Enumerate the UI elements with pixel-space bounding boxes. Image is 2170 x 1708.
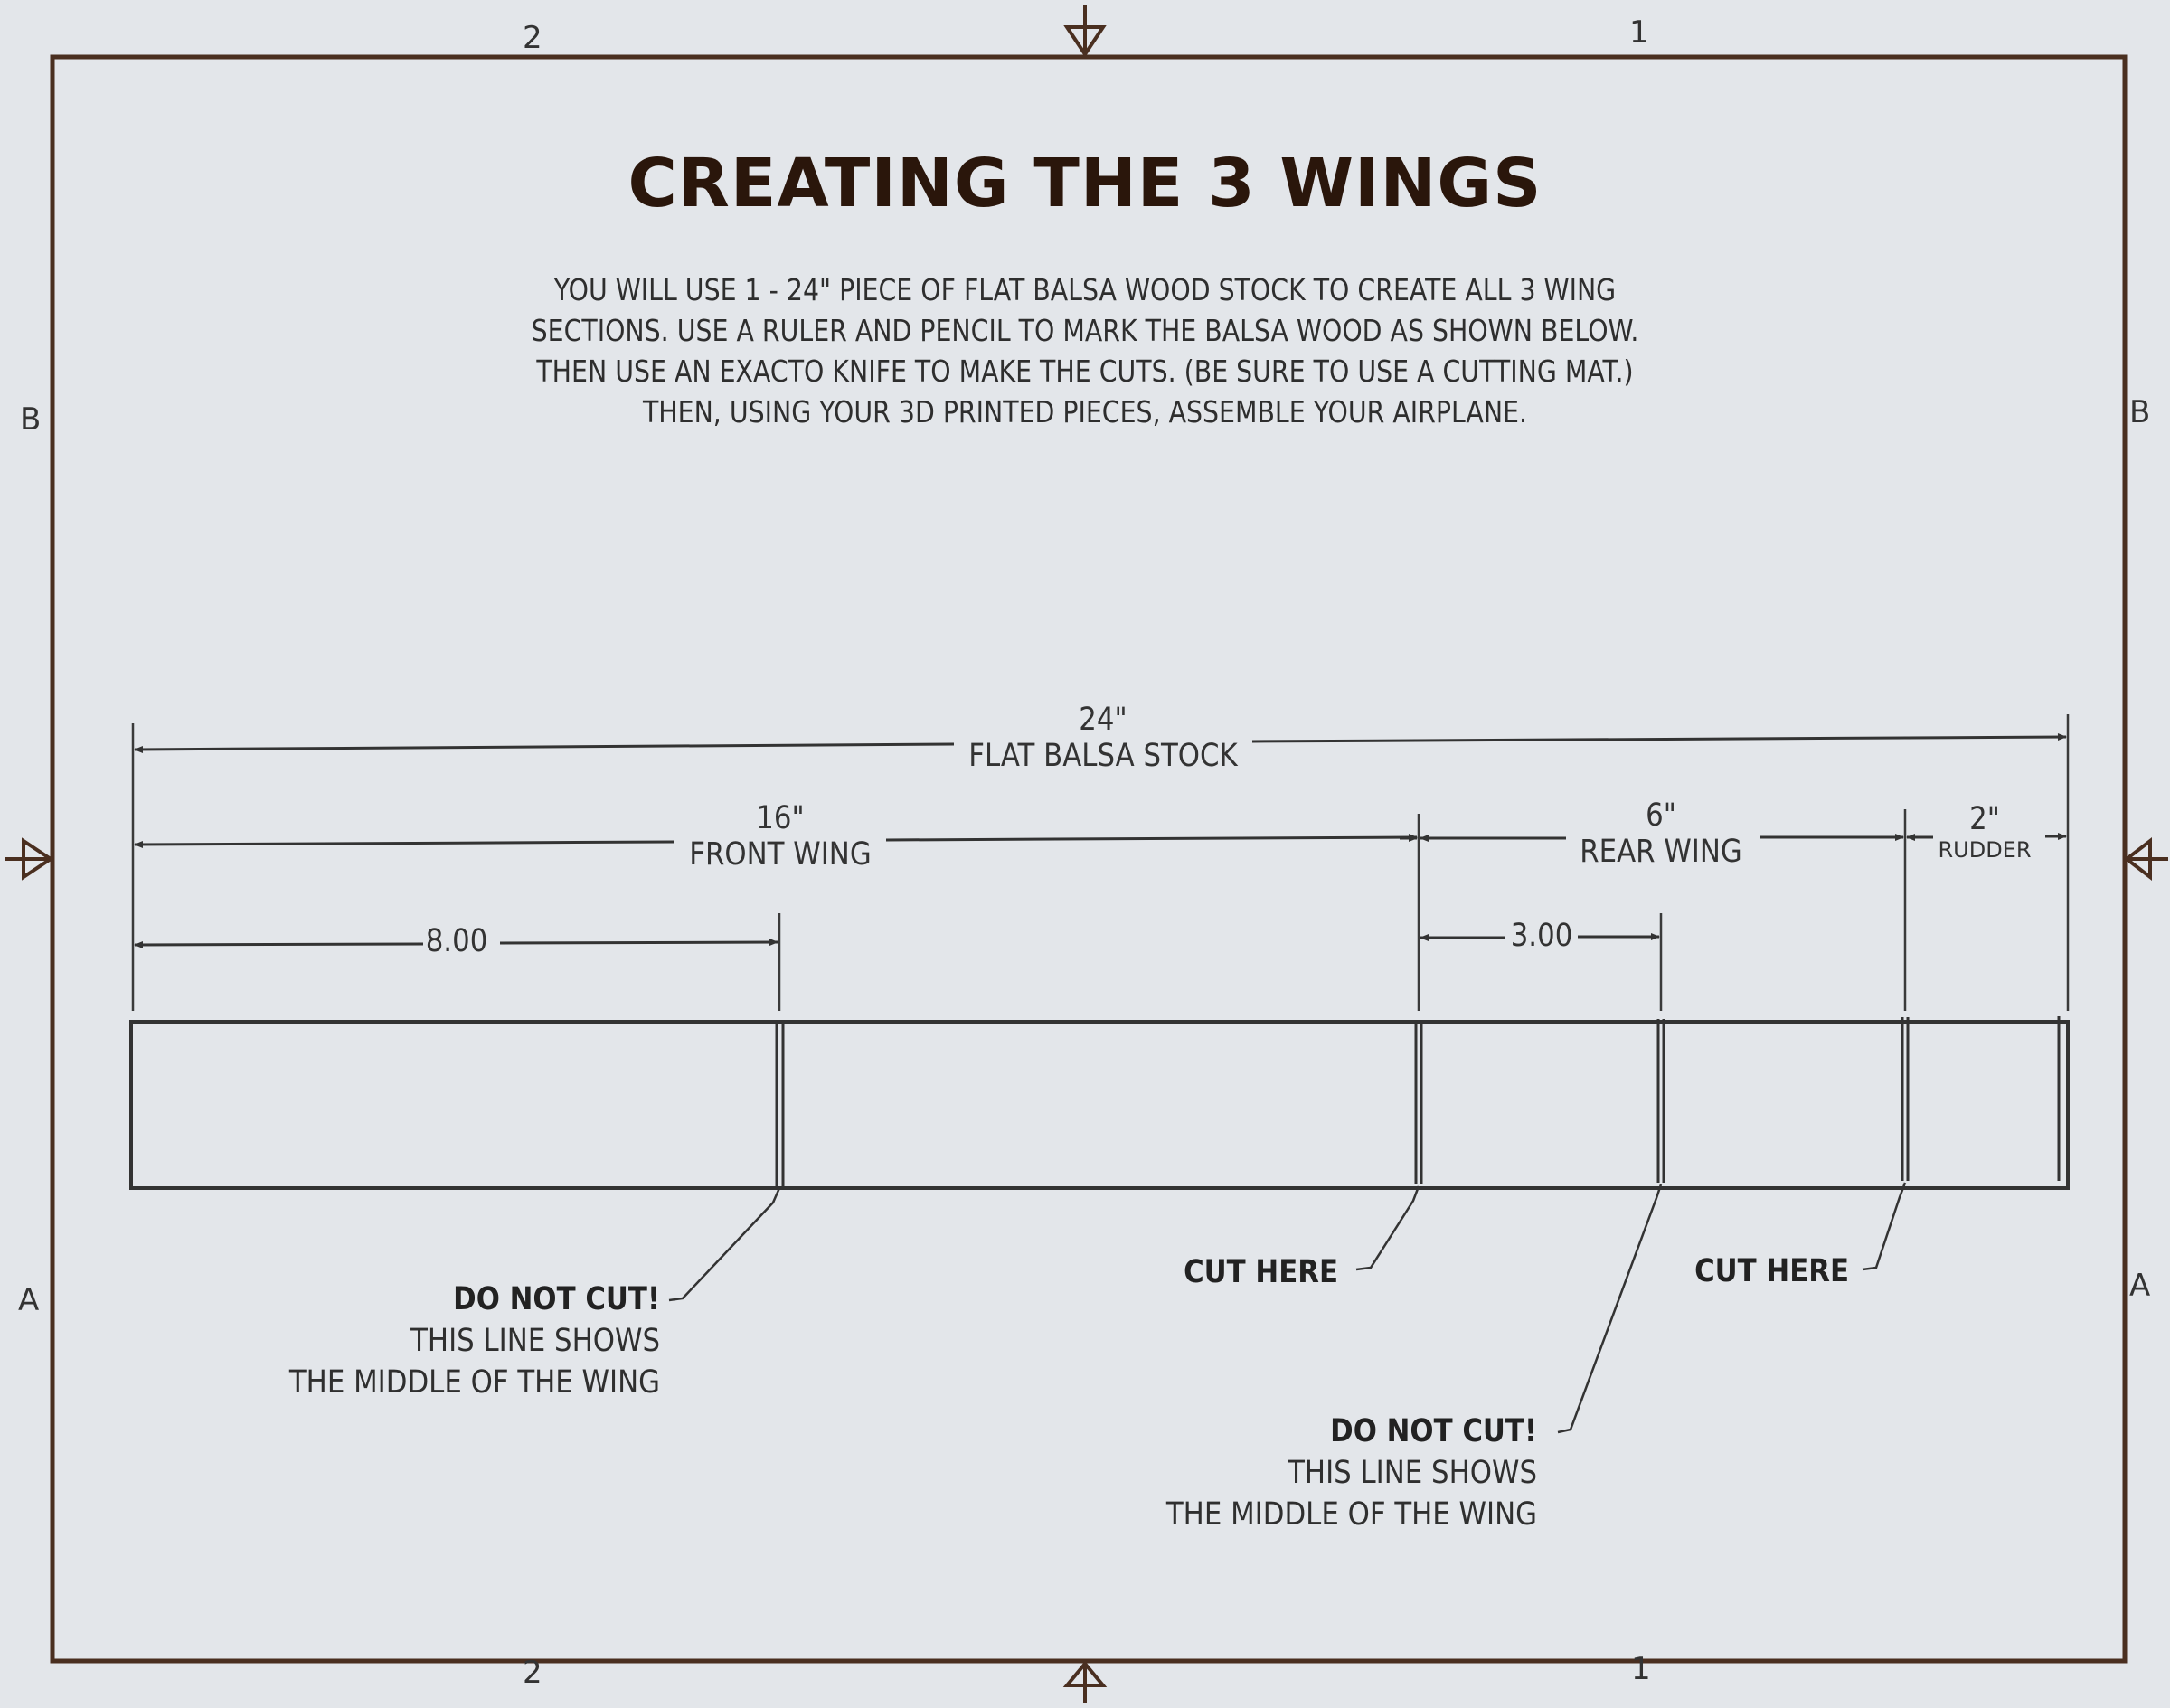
dim-rear-wing-label: REAR WING: [1580, 834, 1742, 870]
dim-line-8-left: [134, 940, 424, 948]
zone-label-top-right: 1: [1629, 14, 1649, 51]
callout-cut-1-heading: CUT HERE: [1184, 1254, 1338, 1290]
callout-front-middle-heading: DO NOT CUT!: [453, 1281, 660, 1317]
zone-label-top-left: 2: [523, 20, 542, 56]
dim-rudder: 2" RUDDER: [1926, 801, 2043, 863]
zone-label-left-upper: B: [20, 401, 42, 438]
page-title: CREATING THE 3 WINGS: [627, 145, 1543, 222]
callout-rear-middle-line2: THE MIDDLE OF THE WING: [1165, 1496, 1537, 1533]
dim-line-front-right: [885, 834, 1418, 842]
instruction-line: SECTIONS. USE A RULER AND PENCIL TO MARK…: [531, 313, 1639, 348]
callout-front-middle-line1: THIS LINE SHOWS: [410, 1323, 660, 1359]
dim-rear-half: 3.00: [1510, 918, 1573, 954]
dim-overall-value: 24": [1079, 702, 1127, 738]
dim-rear-wing-value: 6": [1646, 797, 1676, 834]
callout-rear-middle-heading: DO NOT CUT!: [1330, 1413, 1537, 1449]
dim-front-wing-label: FRONT WING: [689, 836, 872, 873]
leader-cut-2: [1862, 1182, 1907, 1271]
callout-rear-middle-line1: THIS LINE SHOWS: [1288, 1455, 1537, 1491]
callout-cut-2: CUT HERE: [1543, 1250, 1849, 1292]
dim-overall-label: FLAT BALSA STOCK: [968, 738, 1238, 774]
dim-overall: 24" FLAT BALSA STOCK: [944, 702, 1262, 774]
dim-front-half: 8.00: [425, 923, 488, 959]
callout-front-middle-line2: THE MIDDLE OF THE WING: [288, 1364, 660, 1401]
zone-label-bottom-right: 1: [1631, 1651, 1651, 1687]
leader-front-middle: [668, 1187, 781, 1302]
dim-rudder-value: 2": [1969, 801, 2000, 837]
dim-line-overall-right: [1251, 733, 2067, 743]
zone-label-right-upper: B: [2129, 394, 2151, 430]
callout-cut-2-heading: CUT HERE: [1694, 1253, 1849, 1289]
center-marker-bottom-icon: [1062, 1660, 1108, 1703]
center-marker-right-icon: [2123, 836, 2168, 882]
dim-line-front-left: [134, 840, 675, 848]
dim-front-wing: 16" FRONT WING: [621, 800, 939, 873]
dim-front-wing-value: 16": [756, 800, 805, 836]
callout-rear-middle: DO NOT CUT! THIS LINE SHOWS THE MIDDLE O…: [1131, 1411, 1537, 1535]
leader-cut-1: [1355, 1185, 1420, 1271]
leader-rear-middle: [1557, 1184, 1663, 1434]
center-marker-top-icon: [1063, 5, 1107, 58]
instructions: YOU WILL USE 1 - 24" PIECE OF FLAT BALSA…: [152, 269, 2018, 432]
dim-line-overall-left: [134, 742, 955, 753]
instruction-line: THEN, USING YOUR 3D PRINTED PIECES, ASSE…: [642, 394, 1528, 429]
dim-rudder-label: RUDDER: [1938, 837, 2032, 863]
instruction-line: YOU WILL USE 1 - 24" PIECE OF FLAT BALSA…: [553, 272, 1617, 307]
instruction-line: THEN USE AN EXACTO KNIFE TO MAKE THE CUT…: [536, 354, 1634, 389]
dim-line-8-right: [499, 939, 778, 947]
dim-rear-wing: 6" REAR WING: [1502, 797, 1820, 870]
callout-cut-1: CUT HERE: [1036, 1251, 1338, 1293]
balsa-stock: [129, 1016, 2070, 1190]
zone-label-left-lower: A: [18, 1282, 40, 1318]
center-marker-left-icon: [5, 837, 54, 881]
zone-label-right-lower: A: [2129, 1268, 2151, 1304]
zone-label-bottom-left: 2: [523, 1655, 542, 1691]
callout-front-middle: DO NOT CUT! THIS LINE SHOWS THE MIDDLE O…: [262, 1279, 660, 1403]
